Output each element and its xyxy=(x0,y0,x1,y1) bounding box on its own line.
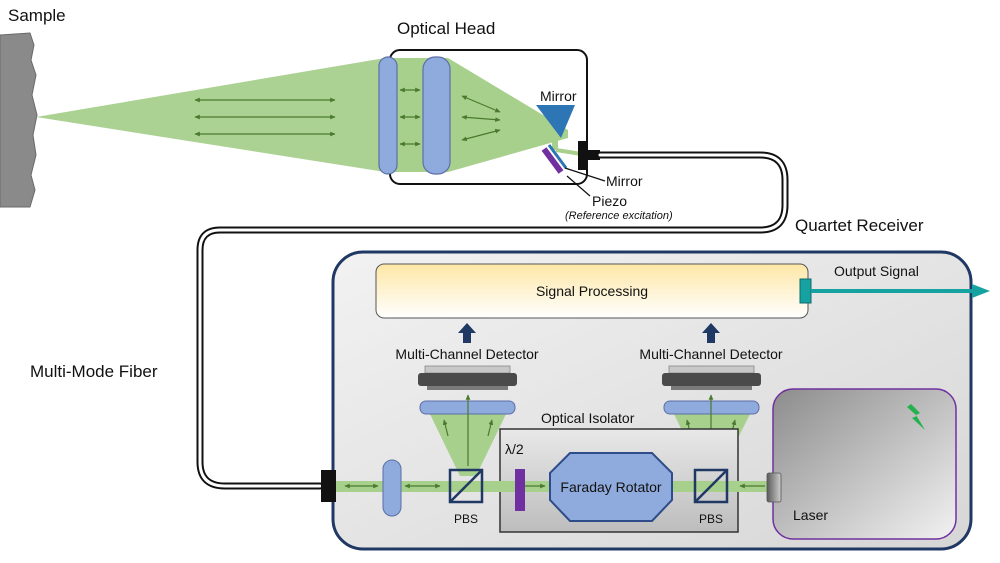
sample xyxy=(0,32,38,208)
output-signal-label: Output Signal xyxy=(834,263,919,279)
faraday-rotator xyxy=(549,452,673,522)
up-arrow-right xyxy=(702,323,720,343)
reference-excitation-label: (Reference excitation) xyxy=(565,210,673,222)
detector-left-label: Multi-Channel Detector xyxy=(395,346,539,362)
receiver-fiber-connector xyxy=(321,470,336,502)
multi-mode-fiber xyxy=(196,151,789,490)
half-wave-plate xyxy=(515,469,525,511)
laser-label: Laser xyxy=(793,507,828,523)
laser-head xyxy=(766,472,782,503)
quartet-receiver-label: Quartet Receiver xyxy=(795,216,924,235)
multi-channel-detector-right xyxy=(662,365,761,390)
sample-label: Sample xyxy=(8,6,66,25)
pbs-left xyxy=(448,468,484,504)
pbs-right-label: PBS xyxy=(699,512,723,526)
laser-spark-icon xyxy=(907,404,925,430)
detector-right-label: Multi-Channel Detector xyxy=(639,346,783,362)
output-port xyxy=(799,278,812,304)
sample-beam xyxy=(36,58,385,172)
mirror-bottom-label: Mirror xyxy=(606,173,643,189)
sample-beam-arrows xyxy=(194,97,336,137)
pbs-left-label: PBS xyxy=(454,512,478,526)
reference-mirror-piezo xyxy=(541,144,568,174)
multi-mode-fiber-label: Multi-Mode Fiber xyxy=(30,362,158,381)
optical-head-label: Optical Head xyxy=(397,19,495,38)
head-lens-1 xyxy=(378,56,398,175)
receiver-lens xyxy=(382,459,402,517)
half-wave-label: λ/2 xyxy=(505,441,524,457)
mirror-top xyxy=(536,105,575,138)
head-fiber-connector xyxy=(578,141,588,170)
mirror-top-label: Mirror xyxy=(540,88,577,104)
laser-housing xyxy=(772,388,957,540)
optical-isolator-label: Optical Isolator xyxy=(541,410,635,426)
multi-channel-detector-left xyxy=(418,365,517,390)
faraday-rotator-label: Faraday Rotator xyxy=(560,479,661,495)
head-lens-2 xyxy=(422,56,451,175)
pbs-right xyxy=(693,468,729,504)
piezo-label: Piezo xyxy=(592,193,627,209)
signal-processing-label: Signal Processing xyxy=(536,283,648,299)
up-arrow-left xyxy=(458,323,476,343)
optical-head-beam-arrows xyxy=(399,87,501,147)
